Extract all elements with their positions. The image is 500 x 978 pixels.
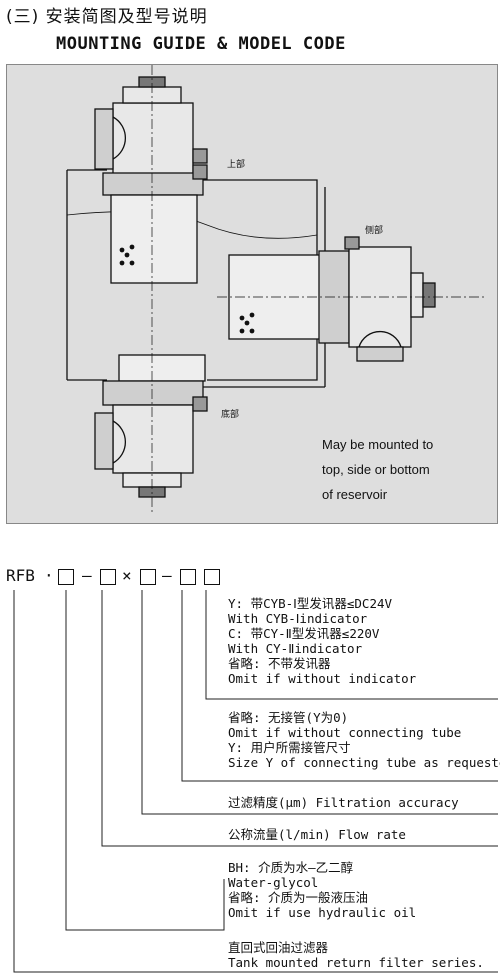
- desc-line: With CYB-Ⅰindicator: [228, 611, 368, 626]
- desc-line: Water-glycol: [228, 875, 319, 890]
- note-line: May be mounted to: [322, 437, 434, 452]
- desc-filtration: 过滤精度(μm) Filtration accuracy: [228, 795, 459, 810]
- mounting-diagram: 上部 侧部 底部: [6, 64, 498, 524]
- label-bottom: 底部: [221, 410, 240, 420]
- model-prefix: RFB: [6, 566, 35, 585]
- desc-line: Omit if use hydraulic oil: [228, 905, 417, 920]
- port-dots: [119, 244, 255, 334]
- label-top: 上部: [227, 160, 246, 170]
- code-box-filtration: [140, 569, 156, 585]
- top-filter: [94, 76, 208, 284]
- model-times: ×: [122, 566, 132, 585]
- desc-series: 直回式回油过滤器 Tank mounted return filter seri…: [228, 940, 484, 970]
- desc-line: 省略: 无接管(Y为0): [228, 710, 349, 725]
- desc-line: 省略: 不带发讯器: [228, 656, 331, 671]
- bottom-filter: [94, 354, 208, 498]
- desc-medium: BH: 介质为水—乙二醇 Water-glycol 省略: 介质为一般液压油 O…: [228, 860, 416, 920]
- desc-line: 过滤精度(μm) Filtration accuracy: [228, 795, 459, 810]
- mounting-diagram-drawing: [66, 65, 487, 515]
- code-box-medium: [58, 569, 74, 585]
- desc-line: C: 带CY-Ⅱ型发讯器≤220V: [228, 626, 380, 641]
- desc-line: 直回式回油过滤器: [228, 940, 329, 955]
- section-title-en: MOUNTING GUIDE & MODEL CODE: [56, 34, 346, 54]
- code-box-tube: [180, 569, 196, 585]
- desc-line: 公称流量(l/min) Flow rate: [228, 827, 406, 842]
- desc-line: Omit if without indicator: [228, 671, 417, 686]
- note-line: of reservoir: [322, 487, 388, 502]
- note-line: top, side or bottom: [322, 462, 430, 477]
- label-side: 侧部: [365, 226, 384, 236]
- model-dash: –: [162, 566, 172, 585]
- side-filter: [228, 236, 436, 362]
- model-dash: –: [82, 566, 92, 585]
- leader-series: [13, 590, 498, 973]
- desc-line: BH: 介质为水—乙二醇: [228, 860, 354, 875]
- model-dot: ·: [44, 566, 54, 585]
- code-box-flow: [100, 569, 116, 585]
- desc-flow: 公称流量(l/min) Flow rate: [228, 827, 406, 842]
- leader-flow: [101, 590, 498, 847]
- desc-line: Size Y of connecting tube as requested: [228, 755, 500, 770]
- desc-line: 省略: 介质为一般液压油: [228, 890, 369, 905]
- desc-line: With CY-Ⅱindicator: [228, 641, 363, 656]
- leader-medium: [65, 590, 225, 931]
- desc-indicator: Y: 带CYB-Ⅰ型发讯器≤DC24V With CYB-Ⅰindicator …: [228, 596, 416, 686]
- desc-line: Tank mounted return filter series.: [228, 955, 484, 970]
- desc-tube: 省略: 无接管(Y为0) Omit if without connecting …: [228, 710, 500, 770]
- center-line: [151, 65, 487, 515]
- leader-filtration: [141, 590, 498, 815]
- desc-line: Y: 用户所需接管尺寸: [228, 740, 351, 755]
- leader-indicator: [205, 590, 498, 700]
- desc-line: Y: 带CYB-Ⅰ型发讯器≤DC24V: [228, 596, 393, 611]
- section-title-cn: (三) 安装简图及型号说明: [6, 7, 208, 27]
- mounting-note: May be mounted to top, side or bottom of…: [322, 432, 492, 507]
- code-box-indicator: [204, 569, 220, 585]
- leader-tube: [181, 590, 498, 782]
- desc-line: Omit if without connecting tube: [228, 725, 462, 740]
